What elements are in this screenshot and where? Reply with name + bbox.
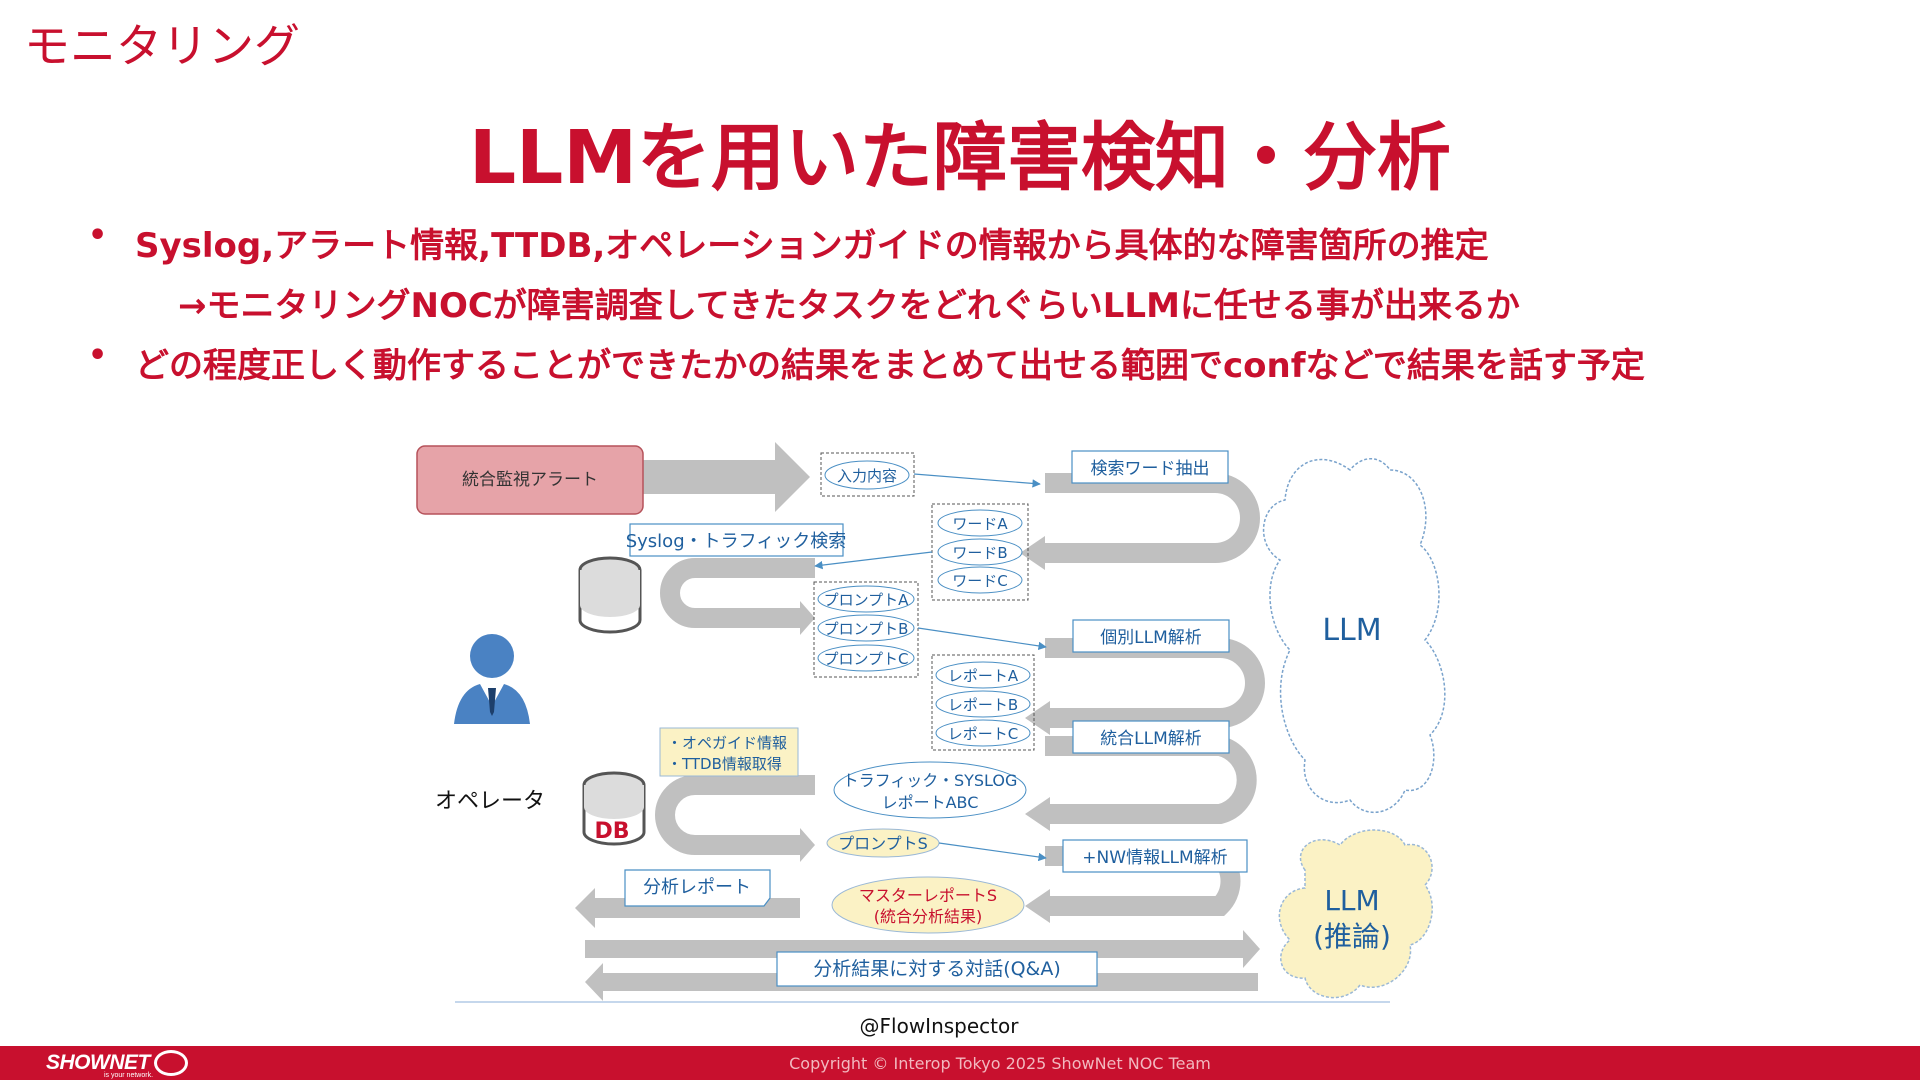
report-c-text: レポートC [948,725,1018,743]
word-c-ellipse [937,566,1023,594]
alert-box-label: 統合監視アラート [462,470,598,490]
alert-box [416,445,644,515]
nw-llm-box [1062,839,1248,873]
master-report-ellipse [831,876,1025,934]
credit-label: @FlowInspector [860,1014,1020,1038]
word-b-ellipse [937,538,1023,566]
llm-cloud-label: LLM [1322,613,1381,648]
input-label-text: 入力内容 [837,467,897,485]
syslog-db-icon [578,556,642,634]
prompt-c-text: プロンプトC [823,650,908,668]
bullet-marker: • [88,218,108,253]
word-a-text: ワードA [952,515,1008,533]
llm-reasoning-cloud-shape [1278,829,1433,999]
report-b-text: レポートB [948,696,1018,714]
word-b-text: ワードB [952,544,1007,562]
shownet-logo: SHOWNET [46,1051,150,1074]
copyright-text: Copyright © Interop Tokyo 2025 ShowNet N… [789,1054,1211,1073]
llm-cloud-shape [1263,458,1446,814]
master-report-line-2: (統合分析結果) [874,907,983,926]
analysis-report-label: 分析レポート [643,877,751,898]
prompts-group-frame [813,581,919,678]
llm-analysis-flow-diagram: LLM LLM (推論) 統合監視アラート 入力内容 検索ワード抽出 Syslo… [416,442,1446,1038]
input-group-frame [820,452,915,497]
individual-llm-box [1072,619,1230,653]
syslog-search-box [629,523,844,557]
uturn-arrowhead-3 [1025,797,1050,831]
operator-label: オペレータ [435,789,545,814]
connector-prompts-to-individual [917,627,1047,651]
uturn-arrowhead-left-2 [800,828,815,862]
analysis-report-box [624,869,771,907]
footer-bar: SHOWNET is your network. Copyright © Int… [0,1046,1920,1080]
slide-title: LLMを用いた障害検知・分析 [469,115,1451,201]
bullet-subitem: →モニタリングNOCが障害調査してきたタスクをどれぐらいLLMに任せる事が出来る… [88,278,1868,338]
uturn-band-2 [1045,638,1265,728]
flow-arrow-alert [640,442,810,512]
bullet-text: Syslog,アラート情報,TTDB,オペレーションガイドの情報から具体的な障害… [135,226,1489,266]
report-c-ellipse [935,719,1031,747]
bullet-text: →モニタリングNOCが障害調査してきたタスクをどれぐらいLLMに任せる事が出来る… [178,286,1520,326]
traffic-report-line-2: レポートABC [882,793,979,812]
prompt-s-text: プロンプトS [838,834,928,853]
bullet-item: • Syslog,アラート情報,TTDB,オペレーションガイドの情報から具体的な… [88,218,1868,278]
report-a-ellipse [935,661,1031,689]
bullet-list: • Syslog,アラート情報,TTDB,オペレーションガイドの情報から具体的な… [88,218,1868,398]
shownet-logo-mark [154,1050,188,1076]
syslog-search-label: Syslog・トラフィック検索 [626,531,847,552]
traffic-report-line-1: トラフィック・SYSLOG [843,771,1018,790]
opguide-box [659,727,799,777]
llm-reasoning-label-1: LLM [1324,884,1379,917]
integrated-llm-label: 統合LLM解析 [1100,729,1202,749]
db-label: DB [594,819,629,844]
prompt-a-text: プロンプトA [824,591,910,609]
opguide-line-1: ・オペガイド情報 [667,734,787,752]
uturn-arrowhead-4 [1025,889,1050,923]
qa-label: 分析結果に対する対話(Q&A) [813,958,1061,980]
connector-words-to-syslog [814,551,933,570]
search-word-label: 検索ワード抽出 [1091,459,1210,479]
uturn-band-left-1 [660,558,815,628]
report-a-text: レポートA [948,667,1019,685]
uturn-band-left-2 [655,775,815,855]
prompt-b-ellipse [817,614,915,642]
connector-prompts-to-nw [938,842,1047,862]
uturn-arrowhead-left-1 [800,601,815,635]
qa-arrow-right [585,930,1260,968]
uturn-band-3 [1045,736,1257,824]
prompt-a-ellipse [817,585,915,613]
master-report-line-1: マスターレポートS [859,886,997,905]
uturn-arrowhead-1 [1020,536,1045,570]
search-word-box [1071,450,1229,484]
shownet-tagline: is your network. [104,1072,154,1079]
word-a-ellipse [937,509,1023,537]
ttdb-db-icon [582,771,646,846]
report-b-ellipse [935,690,1031,718]
prompt-b-text: プロンプトB [824,620,909,638]
connector-input-to-search [913,473,1041,488]
prompt-c-ellipse [817,644,915,672]
uturn-band-1 [1045,473,1260,563]
bullet-marker: • [88,338,108,373]
section-label: モニタリング [24,19,300,73]
traffic-report-ellipse [833,761,1027,819]
llm-reasoning-label-2: (推論) [1313,920,1391,953]
bullet-item: • どの程度正しく動作することができたかの結果をまとめて出せる範囲でconfなど… [88,338,1868,398]
integrated-llm-box [1072,720,1230,754]
word-c-text: ワードC [952,572,1007,590]
nw-llm-label: +NW情報LLM解析 [1082,848,1227,868]
input-label-ellipse [824,460,910,490]
bullet-text: どの程度正しく動作することができたかの結果をまとめて出せる範囲でconfなどで結… [135,346,1645,386]
qa-box [776,951,1098,987]
reports-group-frame [931,654,1035,751]
opguide-line-2: ・TTDB情報取得 [667,755,782,773]
operator-icon [454,634,530,724]
uturn-arrowhead-2 [1025,701,1050,735]
individual-llm-label: 個別LLM解析 [1100,628,1202,648]
